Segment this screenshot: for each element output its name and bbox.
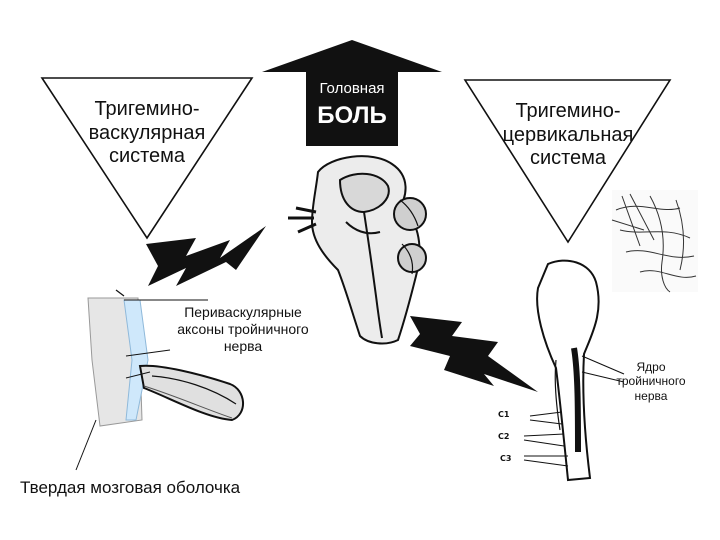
headache-arrow bbox=[262, 40, 442, 146]
trigeminal-nucleus-label: Ядро тройничного нерва bbox=[616, 360, 686, 403]
perivascular-axons-label: Периваскулярные аксоны тройничного нерва bbox=[177, 304, 309, 354]
lightning-bolt-left-icon bbox=[146, 226, 266, 286]
dura-mater-label: Твердая мозговая оболочка bbox=[20, 478, 241, 497]
segment-c2-label: C2 bbox=[498, 432, 510, 441]
headache-title: Головная bbox=[319, 80, 385, 97]
headache-subtitle: БОЛЬ bbox=[317, 102, 387, 129]
brainstem-spinal-illustration bbox=[523, 259, 625, 482]
dura-vessel-illustration bbox=[75, 289, 244, 471]
trigeminocervical-triangle bbox=[463, 79, 672, 244]
left-system-label: Тригемино- васкулярная система bbox=[88, 98, 206, 168]
right-system-label: Тригемино- цервикальная система bbox=[502, 100, 634, 170]
segment-c1-label: C1 bbox=[498, 410, 510, 419]
segment-c3-label: C3 bbox=[500, 454, 512, 463]
lightning-bolt-right-icon bbox=[410, 316, 538, 392]
brain-sagittal-illustration bbox=[288, 155, 427, 345]
cervical-inset-illustration bbox=[611, 190, 698, 293]
trigeminovascular-triangle bbox=[40, 77, 254, 240]
